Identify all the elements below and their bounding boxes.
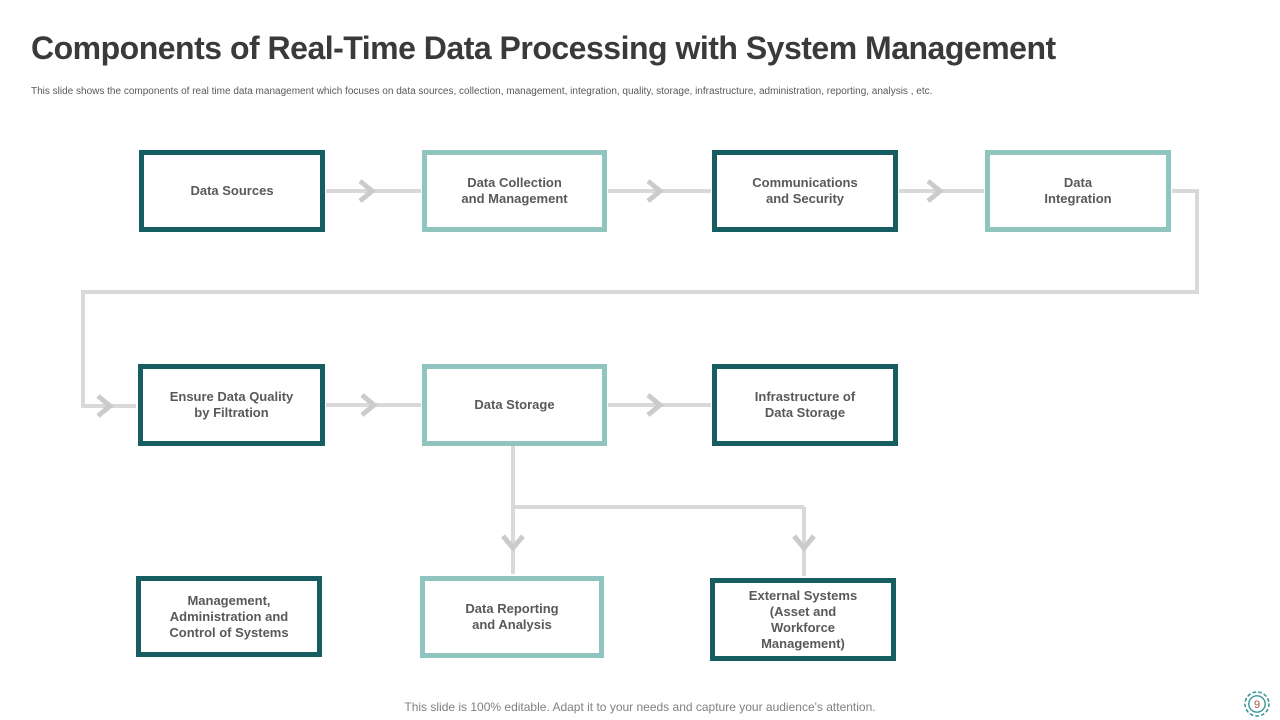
arrowhead-right-icon — [646, 179, 664, 203]
arrowhead-down-icon — [792, 534, 816, 552]
node-data-integration[interactable]: Data Integration — [985, 150, 1171, 232]
node-label: Management, Administration and Control o… — [169, 592, 289, 640]
connector-integration-to-quality — [81, 189, 1199, 408]
node-label: Infrastructure of Data Storage — [754, 389, 856, 420]
node-label: External Systems (Asset and Workforce Ma… — [748, 587, 858, 651]
node-external-systems[interactable]: External Systems (Asset and Workforce Ma… — [710, 578, 896, 661]
node-label: Data Reporting and Analysis — [465, 601, 559, 632]
node-label: Data Collection and Management — [461, 175, 568, 206]
node-label: Ensure Data Quality by Filtration — [169, 389, 294, 420]
node-ensure-data-quality-by-filtration[interactable]: Ensure Data Quality by Filtration — [138, 364, 325, 446]
gear-icon: 9 — [1244, 691, 1270, 717]
node-management-administration-control[interactable]: Management, Administration and Control o… — [136, 576, 322, 657]
node-data-sources[interactable]: Data Sources — [139, 150, 325, 232]
node-label: Data Storage — [474, 397, 555, 412]
page-title: Components of Real-Time Data Processing … — [31, 30, 1056, 66]
arrowhead-right-icon — [926, 179, 944, 203]
slide-subtitle: This slide shows the components of real … — [31, 86, 933, 97]
arrowhead-right-icon — [360, 393, 378, 417]
node-communications-and-security[interactable]: Communications and Security — [712, 150, 898, 232]
page-number: 9 — [1254, 699, 1260, 711]
editable-note: This slide is 100% editable. Adapt it to… — [404, 700, 876, 714]
node-data-storage[interactable]: Data Storage — [422, 364, 607, 446]
arrowhead-right-icon — [96, 394, 114, 418]
arrowhead-right-icon — [358, 179, 376, 203]
arrowhead-right-icon — [646, 393, 664, 417]
node-data-collection-and-management[interactable]: Data Collection and Management — [422, 150, 607, 232]
node-label: Data Integration — [1044, 175, 1112, 206]
node-label: Communications and Security — [752, 175, 858, 206]
node-label: Data Sources — [190, 183, 274, 198]
node-data-reporting-and-analysis[interactable]: Data Reporting and Analysis — [420, 576, 604, 658]
node-infrastructure-of-data-storage[interactable]: Infrastructure of Data Storage — [712, 364, 898, 446]
arrowhead-down-icon — [501, 534, 525, 552]
